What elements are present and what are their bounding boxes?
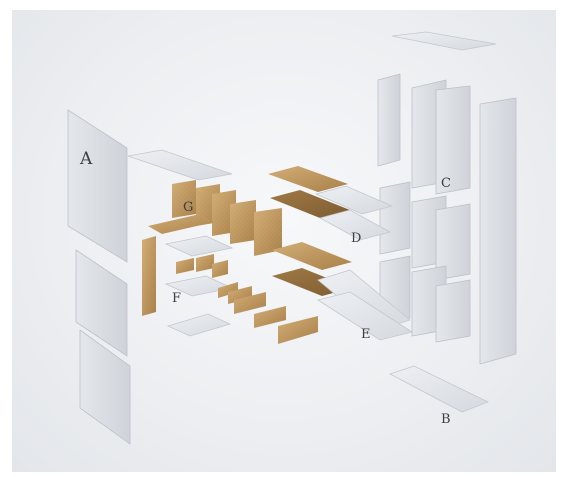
- panel-a-upper: [67, 109, 128, 263]
- panel-d-wood-dark: [270, 190, 350, 218]
- panel-c-low3: [435, 279, 471, 343]
- label-a: A: [79, 149, 93, 169]
- panel-e: [218, 242, 413, 344]
- panel-f-wood-small-1: [176, 258, 194, 274]
- panel-b: [388, 365, 490, 413]
- panel-c-mid1: [379, 181, 411, 255]
- panel-e-wood-block-3: [234, 292, 266, 314]
- panel-c-col1: [377, 73, 401, 167]
- panel-e-wood-block-1: [218, 282, 238, 298]
- panel-c-mid3: [435, 203, 471, 281]
- panel-g: [127, 149, 282, 256]
- label-f: F: [172, 291, 181, 306]
- panel-e-shelf-light-2: [317, 291, 413, 341]
- panel-d: [268, 166, 394, 241]
- panel-d-wood-top: [268, 166, 348, 192]
- panel-f-wood-vertical: [142, 236, 156, 316]
- panel-a-lower: [79, 329, 131, 445]
- label-d: D: [351, 231, 361, 246]
- panel-f-wood-small-3: [212, 260, 228, 278]
- panel-e-wood-top: [272, 242, 352, 270]
- panel-c-tall-right: [479, 97, 517, 365]
- label-e: E: [361, 327, 371, 342]
- panel-f-shelf-3: [166, 313, 232, 337]
- panel-f-shelf-1: [164, 235, 234, 257]
- panel-d-shelf-light-2: [318, 209, 392, 241]
- panel-g-top-plate: [127, 149, 233, 181]
- panel-d-shelf-light: [314, 185, 394, 215]
- panel-a-middle: [75, 249, 128, 357]
- panel-e-wood-block-5: [278, 316, 318, 344]
- panel-c-col3: [435, 85, 471, 195]
- top-back-panel: [391, 31, 497, 51]
- panel-c: [377, 73, 517, 365]
- label-c: C: [441, 176, 451, 191]
- label-g: G: [183, 200, 193, 215]
- panel-e-wood-block-4: [254, 306, 286, 328]
- panel-a: [67, 109, 131, 445]
- label-b: B: [441, 412, 451, 427]
- panel-f: [142, 235, 234, 337]
- panel-f-wood-small-2: [196, 254, 214, 272]
